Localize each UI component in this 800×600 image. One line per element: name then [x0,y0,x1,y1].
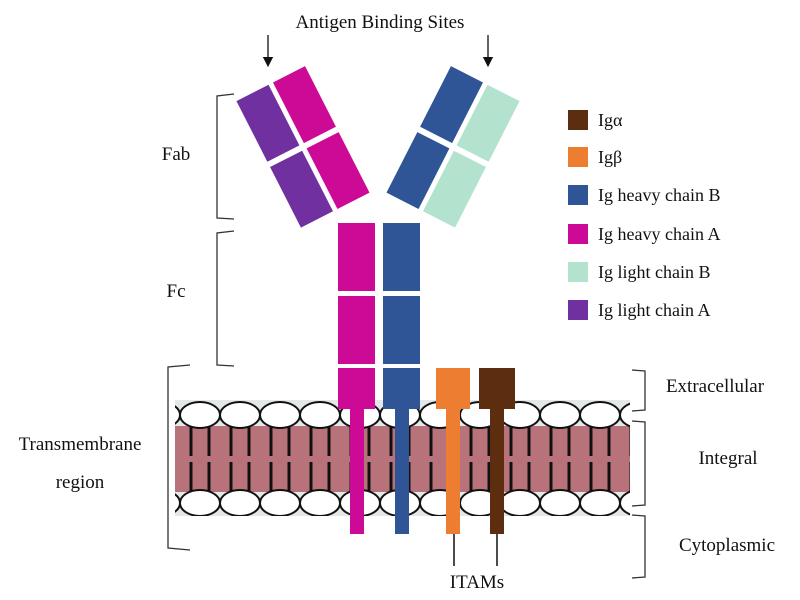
heavy-chain-b-ch4 [383,368,420,409]
lipid-head-outer [619,402,630,428]
lipid-head-inner [499,489,541,516]
fc-bracket [216,230,235,367]
fab-arm-right [386,66,520,228]
legend-swatch-heavy-chain-b [568,185,588,205]
lipid-head-inner [579,489,621,516]
legend-label-heavy-chain-b: Ig heavy chain B [598,185,720,205]
lipid-head-outer [259,401,301,429]
legend-swatch-light-chain-b [568,262,588,282]
heavy-chain-a-ch4 [338,368,375,409]
ig-beta-extracellular [436,368,470,409]
legend-label-ig-alpha: Igα [598,110,623,130]
legend-label-heavy-chain-a: Ig heavy chain A [598,224,720,244]
legend-swatch-ig-beta [568,147,588,167]
legend-swatch-ig-alpha [568,110,588,130]
light-chain-a-variable [236,84,300,162]
heavy-chain-a-variable [272,66,336,144]
heavy-chain-a-ch2 [338,223,375,291]
lipid-head-inner [219,489,261,516]
lipid-head-outer [175,405,181,425]
extracellular-label: Extracellular [666,376,765,397]
legend-label-light-chain-a: Ig light chain A [598,300,710,320]
lipid-head-outer [179,401,221,429]
fab-bracket [216,93,235,220]
heavy-chain-b-ch1 [386,132,450,210]
lipid-head-inner [299,489,341,516]
light-chain-b-constant [423,150,486,228]
heavy-chain-b-ch2 [383,223,420,291]
lipid-head-inner [619,490,630,516]
antigen-binding-sites-title: Antigen Binding Sites [296,12,465,33]
lipid-head-inner [175,493,181,513]
heavy-chain-a-ch1 [306,132,370,210]
legend-swatch-light-chain-a [568,300,588,320]
transmembrane-label-line2: region [56,472,105,493]
lipid-head-outer [219,401,261,429]
integral-label: Integral [698,448,757,469]
fab-label: Fab [162,144,191,165]
cytoplasmic-label: Cytoplasmic [679,535,775,556]
lipid-head-outer [539,401,581,429]
ig-alpha-extracellular [479,368,515,409]
light-chain-a-constant [270,150,333,228]
lipid-head-inner [179,489,221,516]
integral-bracket [631,420,646,507]
heavy-chain-b-transmembrane [395,400,409,534]
light-chain-b-variable [456,84,520,162]
lipid-head-outer [579,401,621,429]
heavy-chain-a-transmembrane [350,400,364,534]
ig-beta-transmembrane [446,400,460,534]
transmembrane-label-line1: Transmembrane [19,434,142,455]
fc-label: Fc [167,281,186,302]
legend-swatch-heavy-chain-a [568,224,588,244]
heavy-chain-b-ch3 [383,296,420,364]
itams-label: ITAMs [450,572,504,593]
legend: Igα Igβ Ig heavy chain B Ig heavy chain … [568,110,720,320]
heavy-chain-a-ch3 [338,296,375,364]
ig-alpha-transmembrane [490,400,504,534]
legend-label-light-chain-b: Ig light chain B [598,262,710,282]
lipid-head-outer [299,401,341,429]
fab-arm-left [236,66,370,228]
legend-label-ig-beta: Igβ [598,147,622,167]
extracellular-bracket [631,369,646,412]
lipid-head-inner [539,489,581,516]
cytoplasmic-bracket [631,514,646,579]
transmembrane-bracket [167,364,191,551]
heavy-chain-b-variable [420,66,484,144]
lipid-head-inner [259,489,301,516]
